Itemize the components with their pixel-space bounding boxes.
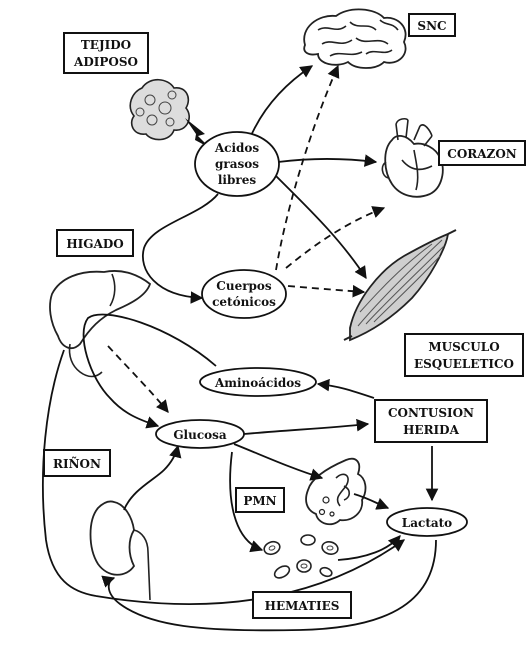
svg-text:Aminoácidos: Aminoácidos xyxy=(214,376,301,390)
acidos-grasos-node: Acidos grasos libres xyxy=(195,132,279,196)
aminoacidos-node: Aminoácidos xyxy=(200,368,316,396)
contusion-herida-box: CONTUSION HERIDA xyxy=(375,400,487,442)
svg-text:ADIPOSO: ADIPOSO xyxy=(73,55,138,69)
svg-text:RIÑON: RIÑON xyxy=(53,456,101,471)
tejido-adiposo-box: TEJIDO ADIPOSO xyxy=(64,33,148,73)
heart-icon xyxy=(382,119,442,197)
brain-icon xyxy=(304,9,405,68)
svg-text:HEMATIES: HEMATIES xyxy=(265,599,340,613)
higado-box: HIGADO xyxy=(57,230,133,256)
svg-text:HIGADO: HIGADO xyxy=(66,237,123,251)
red-blood-cells-icon xyxy=(262,535,339,580)
svg-text:MUSCULO: MUSCULO xyxy=(428,340,499,354)
svg-text:HERIDA: HERIDA xyxy=(403,423,459,437)
liver-icon xyxy=(50,271,150,377)
muscle-icon xyxy=(344,230,456,340)
svg-text:Lactato: Lactato xyxy=(402,516,452,530)
svg-text:grasos: grasos xyxy=(215,157,259,171)
svg-text:Acidos: Acidos xyxy=(214,141,260,155)
hematies-box: HEMATIES xyxy=(253,592,351,618)
cuerpos-cetonicos-node: Cuerpos cetónicos xyxy=(202,270,286,318)
svg-text:Cuerpos: Cuerpos xyxy=(216,279,272,293)
musculo-box: MUSCULO ESQUELETICO xyxy=(405,334,523,376)
lactato-node: Lactato xyxy=(387,508,467,536)
svg-text:TEJIDO: TEJIDO xyxy=(81,38,131,52)
svg-text:libres: libres xyxy=(218,173,256,187)
snc-box: SNC xyxy=(409,14,455,36)
rinon-box: RIÑON xyxy=(44,450,110,476)
pmn-cell-icon xyxy=(306,459,365,524)
svg-text:cetónicos: cetónicos xyxy=(212,295,276,309)
pmn-box: PMN xyxy=(236,488,284,512)
svg-text:CONTUSION: CONTUSION xyxy=(388,406,474,420)
corazon-box: CORAZON xyxy=(439,141,525,165)
kidney-icon xyxy=(91,501,151,600)
svg-text:SNC: SNC xyxy=(417,19,446,33)
svg-text:ESQUELETICO: ESQUELETICO xyxy=(414,357,514,371)
svg-text:CORAZON: CORAZON xyxy=(447,147,517,161)
svg-text:PMN: PMN xyxy=(243,494,276,508)
glucosa-node: Glucosa xyxy=(156,420,244,448)
svg-text:Glucosa: Glucosa xyxy=(173,428,227,442)
fat-tissue-icon xyxy=(130,80,210,148)
